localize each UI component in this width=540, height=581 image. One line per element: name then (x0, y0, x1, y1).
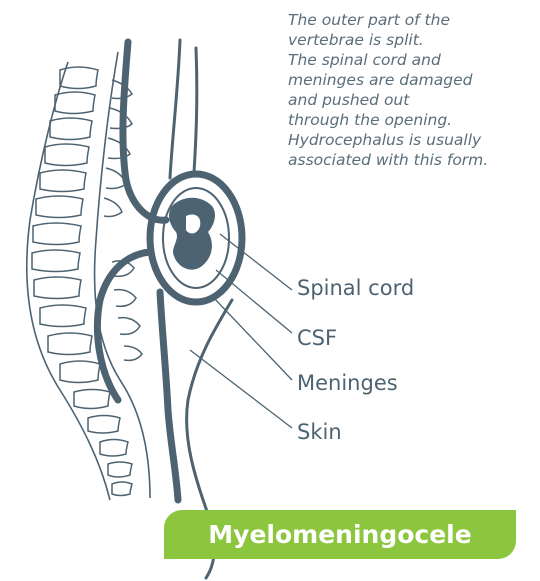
description-line: The spinal cord and (288, 50, 538, 70)
description-text: The outer part of the vertebrae is split… (288, 10, 538, 170)
description-line: and pushed out (288, 90, 538, 110)
description-line: Hydrocephalus is usually (288, 130, 538, 150)
description-line: through the opening. (288, 110, 538, 130)
spinal-cord-tissue (169, 198, 215, 270)
leader-line-csf (216, 270, 292, 333)
label-skin: Skin (297, 420, 342, 444)
vertebrae-upper (32, 67, 98, 299)
leader-line-skin (190, 350, 292, 428)
title-badge: Myelomeningocele (164, 510, 516, 559)
spinal-cord-lower (160, 292, 178, 500)
label-meninges: Meninges (297, 371, 398, 395)
leader-line-meninges (212, 296, 292, 380)
vertebral-arches-lower (112, 261, 142, 361)
description-line: The outer part of the (288, 10, 538, 30)
spinal-canal-lower (97, 252, 150, 400)
spinal-cord-upper (170, 40, 180, 178)
description-line: vertebrae is split. (288, 30, 538, 50)
description-line: meninges are damaged (288, 70, 538, 90)
label-csf: CSF (297, 326, 337, 350)
title-text: Myelomeningocele (208, 520, 471, 549)
label-spinal-cord: Spinal cord (297, 276, 414, 300)
vertebral-column-outline (27, 62, 110, 500)
description-line: associated with this form. (288, 150, 538, 170)
skin-outline (187, 48, 232, 578)
